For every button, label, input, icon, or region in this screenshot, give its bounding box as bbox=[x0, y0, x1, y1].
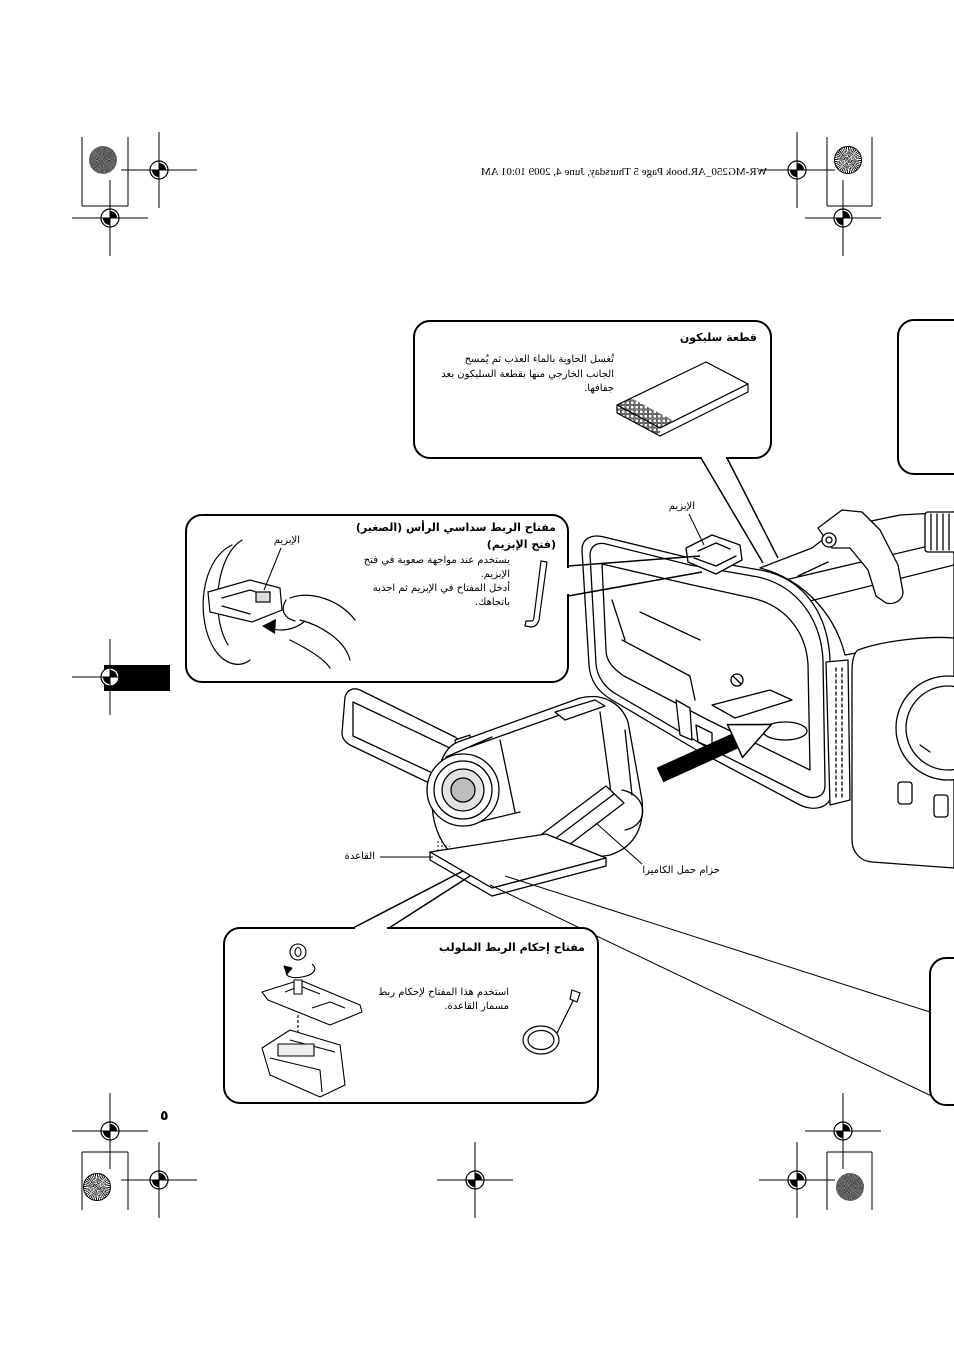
leader-buckle bbox=[688, 513, 705, 546]
ribbed-knob bbox=[924, 511, 954, 553]
crop-mark-bottom-left bbox=[81, 1151, 129, 1210]
leader-strap bbox=[595, 822, 643, 865]
hex-wrench-title: مفتاح الربط سداسي الرأس (الصغير) bbox=[355, 521, 556, 534]
registration-starburst bbox=[83, 1173, 111, 1201]
leader-base-to-callout bbox=[504, 875, 931, 1013]
registration-mark bbox=[758, 1141, 836, 1219]
registration-mark bbox=[71, 1092, 149, 1170]
hex-wrench-subtitle: (فتح الإبزيم) bbox=[486, 538, 556, 551]
housing-ledge bbox=[711, 689, 793, 719]
housing-buckle bbox=[685, 534, 743, 575]
registration-mark bbox=[120, 1141, 198, 1219]
crop-mark-bottom-right bbox=[826, 1151, 873, 1210]
housing-inner-wall bbox=[601, 563, 811, 771]
registration-starburst bbox=[834, 146, 862, 174]
camcorder-illustration bbox=[341, 688, 644, 897]
underwater-housing-illustration bbox=[581, 509, 954, 869]
housing-floor-lines bbox=[611, 599, 701, 701]
crop-mark-top-left bbox=[81, 137, 129, 207]
inset-buckle-label: الإبزيم bbox=[273, 535, 300, 546]
silicone-cloth-drawing bbox=[616, 361, 749, 437]
pull-arrow-icon bbox=[262, 619, 276, 634]
buckle-opening-drawing bbox=[202, 539, 356, 669]
registration-mark bbox=[71, 638, 149, 716]
wrench-with-loop-icon bbox=[522, 989, 581, 1055]
callout-box-partial-top bbox=[897, 319, 954, 475]
base-mounting-drawing bbox=[261, 943, 363, 1098]
buckle-label: الإبزيم bbox=[668, 501, 695, 512]
housing-gasket bbox=[589, 542, 826, 799]
registration-mark bbox=[804, 179, 882, 257]
registration-mark bbox=[804, 1092, 882, 1170]
housing-lens-port bbox=[895, 675, 954, 781]
callout-tail bbox=[352, 870, 471, 929]
callout-tail bbox=[700, 457, 779, 564]
lid-latch bbox=[933, 794, 949, 818]
accessory-shoe bbox=[554, 699, 606, 721]
silicone-cloth-title: قطعة سليكون bbox=[679, 331, 757, 344]
hex-wrench-icon bbox=[524, 560, 548, 628]
leader-lines bbox=[380, 513, 945, 1103]
callout-tail bbox=[567, 555, 703, 597]
registration-mark bbox=[120, 131, 198, 209]
latch-lever bbox=[817, 509, 904, 605]
callout-hex-wrench bbox=[185, 514, 703, 683]
registration-starburst bbox=[836, 1173, 864, 1201]
registration-mark bbox=[71, 179, 149, 257]
crop-marks bbox=[81, 137, 873, 1210]
screw-wrench-text-line: استخدم هذا المفتاح لإحكام ربط bbox=[377, 987, 509, 998]
screw-wrench-title: مفتاح إحكام الربط الملولب bbox=[438, 941, 585, 954]
leader-base-to-callout bbox=[489, 884, 945, 1103]
screw-wrench-text-line: مسمار القاعدة. bbox=[444, 1001, 509, 1012]
hex-wrench-text-line: أدخل المفتاح في الإبزيم ثم اجذبه bbox=[372, 583, 510, 594]
silicone-cloth-text-line: الجانب الخارجي منها بقطعة السليكون بعد bbox=[441, 369, 614, 380]
silicone-cloth-text-line: تُغسل الحاوية بالماء العذب ثم يُمسح bbox=[464, 354, 614, 365]
callout-silicone-cloth bbox=[413, 320, 779, 564]
hex-wrench-text-line: يستخدم عند مواجهة صعوبة في فتح bbox=[363, 555, 510, 566]
page-number: ٥ bbox=[160, 1108, 169, 1124]
silicone-cloth-text-line: جفافها. bbox=[584, 383, 614, 394]
insert-direction-arrow bbox=[656, 723, 773, 783]
registration-mark bbox=[436, 1141, 514, 1219]
housing-front-clip bbox=[675, 699, 693, 741]
callout-screw-wrench bbox=[223, 870, 599, 1104]
hex-wrench-text-line: باتجاهك. bbox=[475, 597, 510, 608]
crop-mark-top-right bbox=[826, 137, 873, 207]
lid-latch bbox=[897, 781, 913, 805]
hex-wrench-text-line: الإبزيم. bbox=[480, 569, 510, 580]
latch-knob bbox=[821, 532, 837, 548]
base-label: القاعدة bbox=[344, 851, 375, 862]
leader-inset-buckle bbox=[263, 547, 282, 591]
running-header: WR-MG250_AR.book Page 5 Thursday, June 4… bbox=[481, 166, 767, 178]
registration-starburst bbox=[89, 146, 117, 174]
tighten-symbol-icon bbox=[289, 943, 307, 961]
callout-box-partial-bottom bbox=[929, 957, 954, 1106]
base-plate-edge bbox=[429, 851, 607, 897]
strap-loop bbox=[621, 789, 644, 831]
camera-strap-label: حزام حمل الكاميرا bbox=[642, 865, 720, 876]
housing-hinge-pillar bbox=[825, 659, 851, 806]
